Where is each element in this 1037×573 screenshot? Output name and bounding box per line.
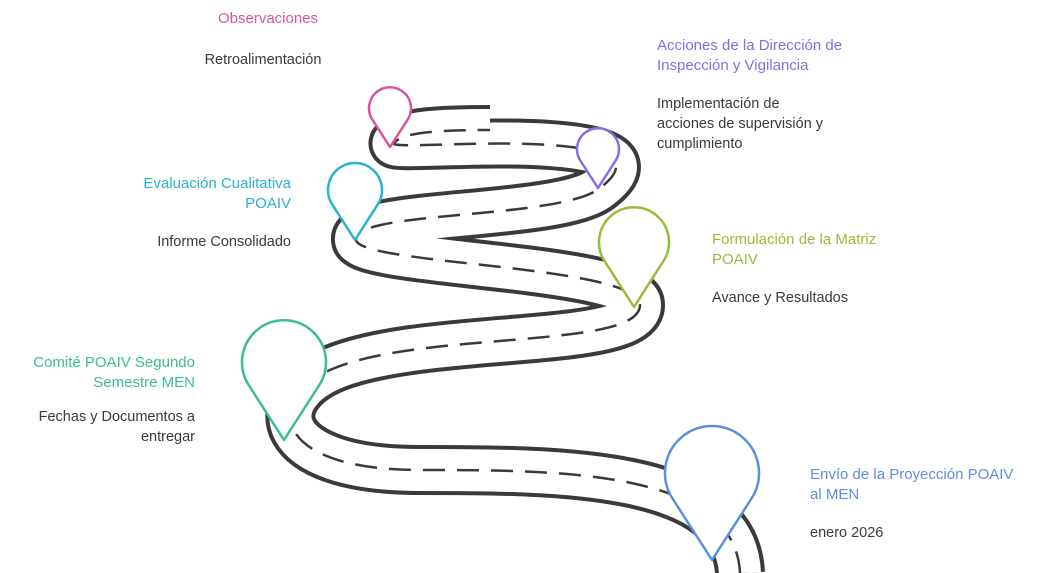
map-pin-icon — [597, 206, 671, 309]
milestone-desc-envio: enero 2026 — [810, 525, 884, 541]
milestone-desc-evaluacion: Informe Consolidado — [157, 234, 291, 250]
milestone-title-formulacion: Formulación de la Matriz POAIV — [712, 231, 877, 268]
milestone-desc-comite: Fechas y Documentos a entregar — [38, 409, 195, 445]
milestone-title-envio: Envío de la Proyección POAIV al MEN — [810, 466, 1014, 503]
milestone-pins — [240, 85, 761, 562]
milestone-title-evaluacion: Evaluación Cualitativa POAIV — [143, 175, 291, 212]
road — [265, 105, 765, 573]
milestone-title-acciones: Acciones de la Dirección de Inspección y… — [657, 37, 843, 74]
map-pin-icon — [367, 85, 413, 149]
milestone-desc-observaciones: Retroalimentación — [204, 52, 322, 68]
milestone-desc-acciones: Implementación de acciones de supervisió… — [657, 96, 824, 152]
map-pin-icon — [240, 318, 328, 442]
milestone-title-observaciones: Observaciones — [217, 10, 319, 27]
map-pin-icon — [575, 126, 621, 190]
milestone-title-comite: Comité POAIV Segundo Semestre MEN — [33, 354, 195, 391]
map-pin-icon — [663, 424, 761, 562]
map-pin-icon — [326, 161, 384, 242]
milestone-desc-formulacion: Avance y Resultados — [712, 290, 848, 306]
road-center-line — [289, 128, 742, 573]
